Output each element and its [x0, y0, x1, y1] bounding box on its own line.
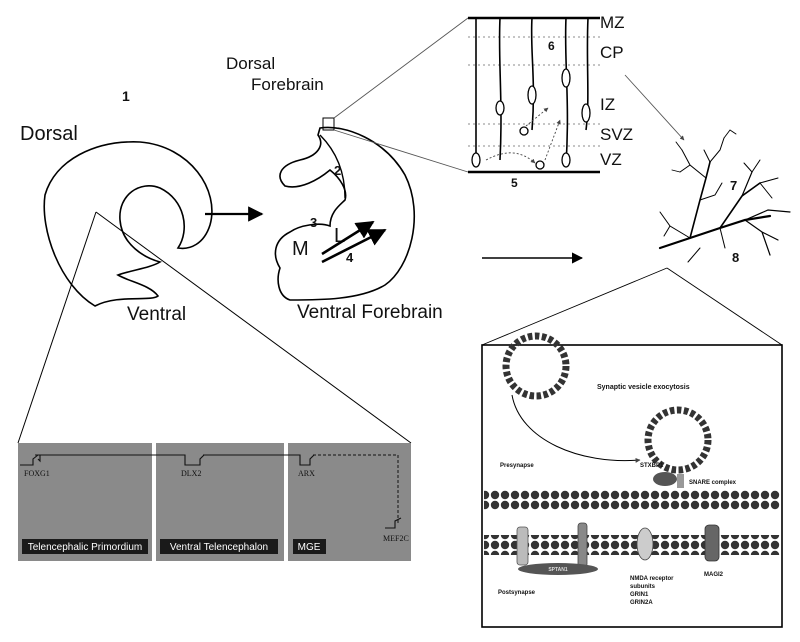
stxbp1-label: STXBP1: [640, 463, 664, 469]
caption-ventral-telencephalon: Ventral Telencephalon: [170, 542, 268, 553]
synapse-frame: [481, 344, 783, 628]
receptor-1: [516, 526, 529, 566]
ventral-label: Ventral: [127, 304, 186, 325]
step-1-label: 1: [122, 88, 130, 104]
arx-to-mef2c-line: [313, 454, 399, 525]
synapse-zoom-line-right: [666, 267, 783, 346]
postsynaptic-membrane: [484, 535, 780, 545]
step-4-label: 4: [346, 250, 354, 265]
radial-glia-cell: [561, 152, 571, 168]
grin2a-label: GRIN2A: [630, 600, 653, 606]
progenitor-cell: [519, 126, 529, 136]
postsynaptic-membrane-inner: [484, 545, 780, 555]
mef2c-promoter: [385, 517, 402, 529]
postsynapse-label: Postsynapse: [498, 590, 536, 596]
division-arrow: [485, 152, 536, 164]
m-label: M: [292, 238, 309, 260]
receptor-2: [577, 522, 588, 568]
migrating-neuron: [561, 68, 571, 88]
migration-arrow: [525, 107, 549, 127]
synapse-zoom-line-left: [481, 267, 668, 346]
forebrain-outline: [274, 126, 416, 301]
radial-glia: [564, 17, 569, 166]
synaptic-vesicle-releasing: [502, 332, 570, 400]
stxbp1-protein: [653, 472, 677, 486]
arrow-to-dendrites: [624, 74, 685, 141]
dorsal-label: Dorsal: [20, 123, 78, 145]
ventricle-line: [319, 134, 346, 199]
migrating-neuron: [495, 100, 505, 116]
cortex-zoom-line-bottom: [333, 129, 469, 173]
step-8-label: 8: [732, 250, 739, 265]
dorsal-forebrain-title-line1: Dorsal: [226, 54, 275, 73]
zoom-line-right: [95, 211, 412, 444]
gene-dlx2: DLX2: [181, 469, 201, 478]
l-label: L: [334, 225, 345, 247]
snare-complex: [677, 474, 684, 488]
synapse-panel: Synaptic vesicle exocytosis Presynapse S…: [481, 332, 783, 628]
gene-regulation-panels: FOXG1 DLX2 ARX MEF2C Telencephalic Primo…: [18, 443, 411, 561]
grin1-label: GRIN1: [630, 592, 649, 598]
magi2-label: MAGI2: [704, 572, 724, 578]
migration-arrow-upper: [321, 220, 375, 256]
layer-iz: IZ: [600, 95, 615, 114]
magi2-protein: [704, 524, 720, 562]
synaptic-vesicle-docked: [644, 406, 712, 474]
caption-bg-telencephalic: [22, 539, 148, 554]
gene-arx: ARX: [298, 469, 315, 478]
mature-neuron: 7 8: [658, 129, 791, 265]
sptan1-label: SPTAN1: [548, 567, 568, 573]
gene-mef2c: MEF2C: [383, 534, 409, 543]
step-7-label: 7: [730, 178, 737, 193]
exocytosis-arrow: [511, 394, 641, 463]
caption-bg-mge: [293, 539, 326, 554]
step-3-label: 3: [310, 215, 317, 230]
nmda-label-line2: subunits: [630, 584, 656, 590]
presynaptic-membrane-inner: [484, 500, 780, 510]
migrating-neuron: [527, 85, 537, 105]
migration-arrow: [544, 119, 561, 161]
layer-svz: SVZ: [600, 125, 633, 144]
zoom-box: [322, 117, 335, 131]
snare-label: SNARE complex: [689, 480, 737, 486]
nmda-label-line1: NMDA receptor: [630, 576, 674, 582]
cortex-zoom-line-top: [333, 17, 469, 119]
dorsal-forebrain-title-line2: Forebrain: [251, 75, 324, 94]
caption-bg-ventral: [160, 539, 278, 554]
caption-telencephalic-primordium: Telencephalic Primordium: [28, 542, 143, 553]
zoom-line-left: [17, 211, 97, 444]
radial-glia: [498, 17, 502, 161]
cortical-layers: 6 5 MZ CP IZ SVZ VZ: [468, 13, 633, 190]
caption-mge: MGE: [298, 542, 321, 553]
embryonic-telencephalon: 1 Dorsal Ventral: [17, 88, 412, 444]
ventral-forebrain-title: Ventral Forebrain: [297, 302, 443, 323]
migrating-neuron: [581, 103, 591, 123]
presynapse-label: Presynapse: [500, 463, 534, 469]
migration-arrow-lower: [321, 228, 387, 264]
step-6-label: 6: [548, 39, 555, 53]
progenitor-cell: [535, 160, 545, 170]
layer-vz: VZ: [600, 150, 622, 169]
radial-glia-cell: [471, 152, 481, 168]
layer-mz: MZ: [600, 13, 625, 32]
nmda-receptor: [636, 527, 654, 561]
step-2-label: 2: [334, 163, 341, 178]
sptan1-protein: [518, 563, 598, 575]
gene-cascade-line: [20, 454, 315, 466]
embryo-outline: [43, 141, 213, 307]
step-5-label: 5: [511, 176, 518, 190]
forebrain-section: Dorsal Forebrain 2 3 M L 4 Ventral Foreb…: [226, 17, 469, 323]
presynaptic-membrane: [484, 490, 780, 500]
gene-foxg1: FOXG1: [24, 469, 50, 478]
exocytosis-label: Synaptic vesicle exocytosis: [597, 384, 690, 391]
radial-glia: [530, 17, 535, 131]
layer-cp: CP: [600, 43, 624, 62]
